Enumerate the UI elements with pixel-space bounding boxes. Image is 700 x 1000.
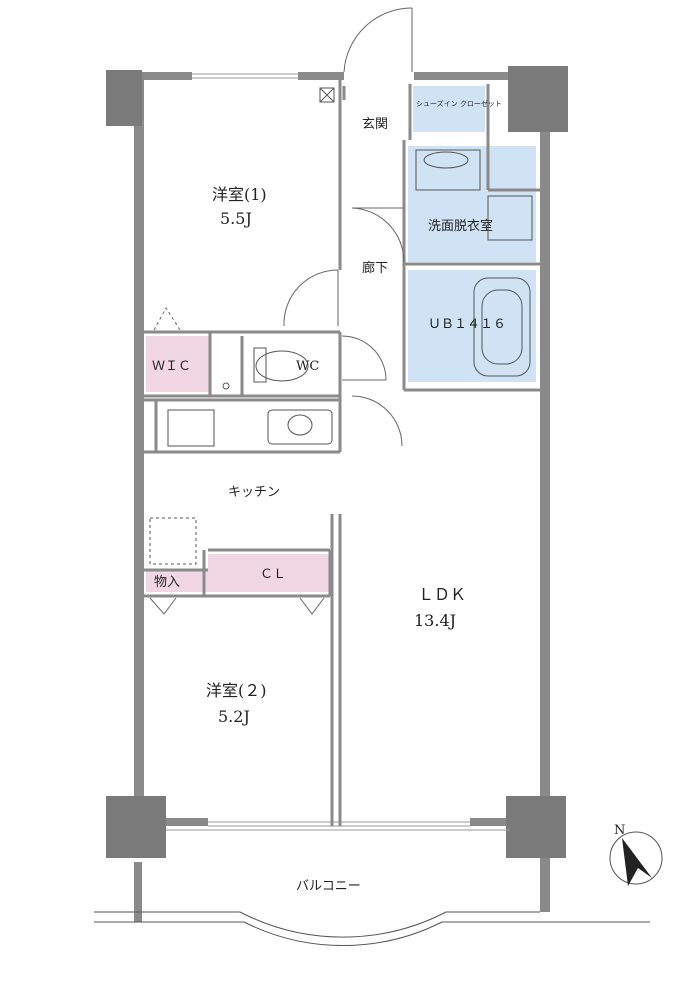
room-label-entrance: 玄関 [362,117,388,132]
room-label-balcony: バルコニー [296,879,361,894]
shoe-closet-area [413,86,485,132]
room-label-bedroom2-size: 5.2J [218,707,250,726]
room-label-bedroom1-size: 5.5J [220,209,252,228]
room-label-wc: WC [296,359,319,374]
storage-area [146,570,208,592]
interior-walls [144,80,540,826]
room-label-kitchen: キッチン [228,485,280,500]
room-label-bath: ＵＢ１４１６ [428,317,506,332]
cl-area [208,554,330,592]
room-label-bedroom2-name: 洋室(２) [206,681,267,700]
pillars [106,66,568,858]
room-label-storage: 物入 [154,575,180,590]
bath-area [408,270,536,382]
room-label-bedroom1-name: 洋室(1) [212,185,267,204]
room-label-hallway: 廊下 [362,260,388,276]
compass-label: N [614,823,625,838]
room-label-wic: ＷＩＣ [152,359,191,374]
room-label-washroom: 洗面脱衣室 [428,218,493,234]
room-label-ldk-name: ＬＤＫ [418,585,466,604]
washroom-area [408,146,536,262]
compass: N [609,823,663,886]
exterior-walls [134,72,550,922]
room-label-cl: ＣＬ [260,567,286,582]
wic-area [146,336,210,392]
room-label-ldk-size: 13.4J [414,611,456,630]
balcony-outline [94,911,650,946]
room-label-shoe-closet: シューズイン クローゼット [416,99,502,108]
fixtures [149,87,533,565]
compass-ring [609,831,663,885]
door-swings [149,7,413,615]
compass-needle [622,838,652,886]
